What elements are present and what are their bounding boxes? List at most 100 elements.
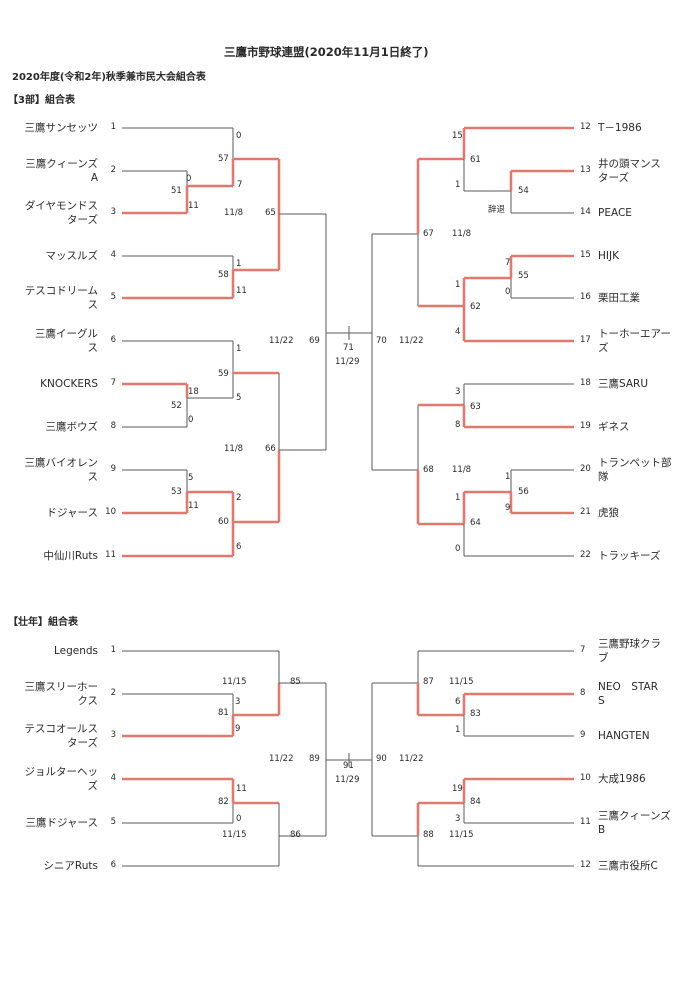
match-score: 0 <box>236 814 242 824</box>
left-team-name-line2: ズ <box>87 780 99 792</box>
match-score: 8 <box>455 420 461 430</box>
match-score: 1 <box>236 259 242 269</box>
right-team-name: ギネス <box>598 421 630 433</box>
game-number: 88 <box>423 830 434 840</box>
left-team-name-line2: クス <box>77 695 98 707</box>
match-score: 52 <box>171 401 182 411</box>
game-date: 11/8 <box>452 229 472 239</box>
left-team-number: 8 <box>110 421 116 431</box>
right-team-number: 20 <box>580 464 591 474</box>
right-team-name: T－1986 <box>598 122 642 134</box>
match-score: 0 <box>455 544 461 554</box>
left-team-name-line2: ス <box>87 299 99 311</box>
match-score: 5 <box>236 393 242 403</box>
match-score: 0 <box>505 287 511 297</box>
match-score: 3 <box>455 387 461 397</box>
match-score: 7 <box>237 180 243 190</box>
game-number: 87 <box>423 677 434 687</box>
match-score: 11 <box>236 784 247 794</box>
match-score: 1 <box>455 280 461 290</box>
game-date: 11/29 <box>335 357 360 367</box>
right-team-number: 12 <box>580 860 591 870</box>
match-score: 0 <box>236 131 242 141</box>
match-score: 81 <box>218 708 229 718</box>
match-score: 0 <box>188 415 194 425</box>
right-team-name: トランペット部 <box>598 457 672 469</box>
right-team-number: 8 <box>580 688 586 698</box>
right-team-name: PEACE <box>598 207 632 219</box>
left-team-name: 三鷹イーグル <box>35 328 98 340</box>
match-score: 3 <box>235 697 241 707</box>
left-team-number: 2 <box>110 165 116 175</box>
left-team-number: 1 <box>110 645 116 655</box>
left-team-name: ドジャース <box>46 507 98 519</box>
left-team-number: 10 <box>105 507 116 517</box>
right-team-number: 19 <box>580 421 591 431</box>
right-team-name: 三鷹野球クラ <box>598 638 661 650</box>
left-team-name-line2: ターズ <box>67 737 98 749</box>
left-team-name: KNOCKERS <box>40 378 98 390</box>
right-team-name: HANGTEN <box>598 730 650 742</box>
match-score: 58 <box>218 270 229 280</box>
left-team-name: シニアRuts <box>43 860 98 872</box>
match-score: 6 <box>455 697 461 707</box>
game-date: 11/22 <box>269 754 294 764</box>
left-team-number: 2 <box>110 688 116 698</box>
game-number: 85 <box>290 677 301 687</box>
right-team-number: 12 <box>580 122 591 132</box>
match-score: 9 <box>505 503 511 513</box>
game-date: 11/15 <box>449 677 474 687</box>
match-score: 1 <box>455 180 461 190</box>
match-score: 61 <box>470 155 481 165</box>
game-date: 11/8 <box>452 465 472 475</box>
game-number: 86 <box>290 830 301 840</box>
right-team-number: 17 <box>580 335 591 345</box>
left-team-number: 6 <box>110 860 116 870</box>
right-team-name: 三鷹SARU <box>598 378 649 390</box>
match-score: 5 <box>188 473 194 483</box>
match-score: 57 <box>218 154 229 164</box>
left-team-name-line2: ターズ <box>67 214 98 226</box>
right-team-name-line2: ズ <box>598 342 609 354</box>
right-team-name: 井の頭マンス <box>598 158 661 170</box>
game-number: 91 <box>343 761 354 771</box>
right-team-number: 11 <box>580 817 591 827</box>
match-score: 55 <box>518 271 529 281</box>
match-score: 7 <box>505 258 511 268</box>
right-team-name: 虎狼 <box>598 507 619 519</box>
left-team-name: ダイヤモンドス <box>24 200 98 212</box>
left-team-name: テスコオールス <box>24 723 99 735</box>
match-score: 64 <box>470 518 481 528</box>
left-team-number: 3 <box>110 730 116 740</box>
match-score: 53 <box>171 487 182 497</box>
game-number: 68 <box>423 465 434 475</box>
left-team-name: テスコドリーム <box>24 285 98 297</box>
left-team-name-line2: ス <box>87 342 99 354</box>
game-number: 71 <box>343 343 354 353</box>
right-team-name-line2: B <box>598 824 606 836</box>
right-team-name-line2: ブ <box>598 652 609 664</box>
left-team-number: 5 <box>110 817 116 827</box>
game-date: 11/22 <box>399 754 424 764</box>
right-team-name: NEO STAR <box>598 681 658 693</box>
game-date: 11/15 <box>222 830 247 840</box>
game-date: 11/8 <box>224 208 244 218</box>
game-date: 11/29 <box>335 775 360 785</box>
right-team-name: 三鷹クィーンズ <box>598 810 671 822</box>
match-score: 56 <box>518 487 529 497</box>
game-number: 70 <box>376 336 387 346</box>
left-team-number: 9 <box>110 464 116 474</box>
match-score: 84 <box>470 797 481 807</box>
game-date: 11/15 <box>449 830 474 840</box>
game-date: 11/8 <box>224 444 244 454</box>
match-score: 63 <box>470 402 481 412</box>
left-team-number: 3 <box>110 207 116 217</box>
match-score: 2 <box>236 493 242 503</box>
right-team-number: 7 <box>580 645 586 655</box>
game-number: 67 <box>423 229 434 239</box>
division3-heading: 【3部】組合表 <box>8 95 75 106</box>
left-team-number: 11 <box>105 550 116 560</box>
left-team-number: 4 <box>110 773 116 783</box>
page-subtitle: 2020年度(令和2年)秋季兼市民大会組合表 <box>12 72 206 83</box>
game-number: 90 <box>376 754 387 764</box>
